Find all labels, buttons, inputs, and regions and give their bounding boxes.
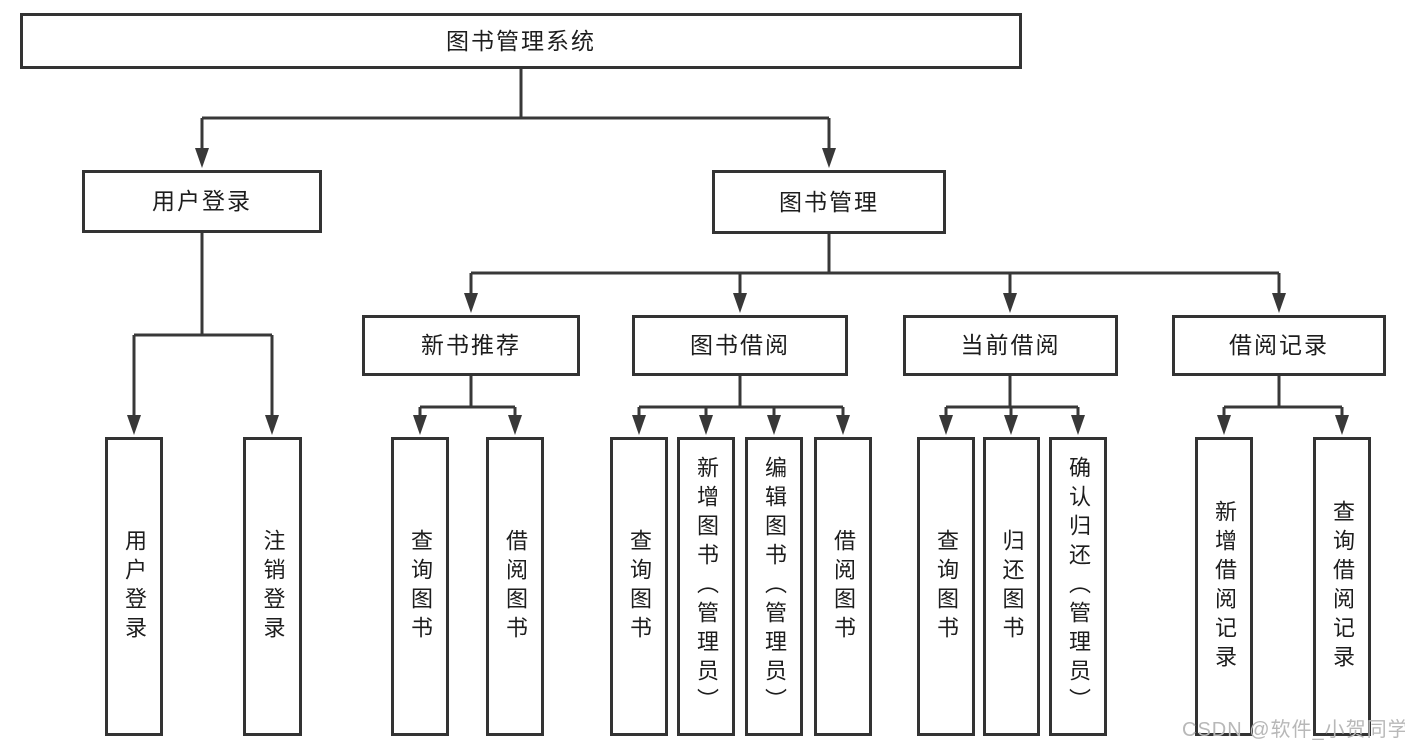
- leaf-add-books-admin: 新增图书（管理员）: [677, 437, 735, 736]
- leaf-query-books-borrow: 查询图书: [610, 437, 668, 736]
- node-label: 编辑图书（管理员）: [762, 456, 787, 717]
- node-label: 归还图书: [999, 528, 1025, 645]
- node-label: 当前借阅: [960, 332, 1061, 358]
- node-label: 新书推荐: [421, 332, 521, 358]
- leaf-query-books-current: 查询图书: [917, 437, 975, 736]
- node-label: 查询图书: [627, 528, 652, 645]
- node-borrow-records: 借阅记录: [1172, 315, 1386, 376]
- node-user-login: 用户登录: [82, 170, 322, 233]
- leaf-confirm-return-admin: 确认归还（管理员）: [1049, 437, 1107, 736]
- leaf-user-login: 用户登录: [105, 437, 163, 736]
- node-label: 图书管理: [779, 188, 879, 215]
- leaf-edit-books-admin: 编辑图书（管理员）: [745, 437, 803, 736]
- node-library-management-system: 图书管理系统: [20, 13, 1022, 69]
- node-label: 图书管理系统: [446, 27, 596, 54]
- node-current-borrow: 当前借阅: [903, 315, 1118, 376]
- node-label: 借阅图书: [503, 528, 528, 645]
- node-label: 查询图书: [934, 528, 959, 645]
- node-label: 借阅记录: [1229, 332, 1329, 358]
- leaf-logout-login: 注销登录: [243, 437, 302, 736]
- node-label: 用户登录: [122, 528, 147, 645]
- leaf-return-books: 归还图书: [983, 437, 1040, 736]
- leaf-query-borrow-record: 查询借阅记录: [1313, 437, 1371, 736]
- node-book-borrow: 图书借阅: [632, 315, 848, 376]
- node-label: 确认归还（管理员）: [1066, 456, 1091, 717]
- node-book-management: 图书管理: [712, 170, 946, 234]
- leaf-borrow-books: 借阅图书: [814, 437, 872, 736]
- node-label: 查询图书: [408, 528, 433, 645]
- arrowhead-icons: [127, 148, 1349, 435]
- node-new-book-recommend: 新书推荐: [362, 315, 580, 376]
- node-label: 图书借阅: [690, 332, 790, 358]
- leaf-borrow-books-recommend: 借阅图书: [486, 437, 544, 736]
- node-label: 用户登录: [152, 188, 252, 214]
- csdn-watermark: CSDN @软件_小贺同学: [1182, 719, 1405, 741]
- node-label: 新增借阅记录: [1212, 499, 1237, 674]
- node-label: 查询借阅记录: [1330, 499, 1355, 674]
- node-label: 新增图书（管理员）: [694, 456, 719, 717]
- leaf-add-borrow-record: 新增借阅记录: [1195, 437, 1253, 736]
- leaf-query-books-recommend: 查询图书: [391, 437, 449, 736]
- node-label: 注销登录: [260, 528, 286, 645]
- node-label: 借阅图书: [831, 528, 856, 645]
